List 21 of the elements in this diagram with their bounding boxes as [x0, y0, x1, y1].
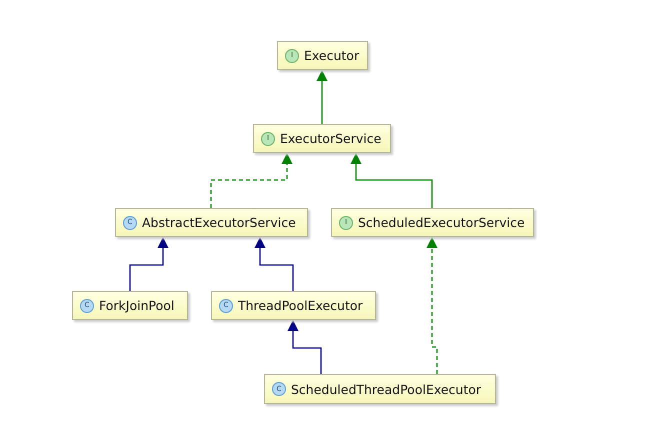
inheritance-arrow [254, 237, 294, 291]
class-box [211, 291, 376, 320]
class-box [277, 41, 368, 70]
class-box [253, 124, 391, 153]
inheritance-arrow [350, 153, 433, 208]
class-name: ForkJoinPool [99, 298, 174, 313]
inheritance-arrow [426, 237, 438, 374]
class-box [264, 374, 496, 404]
class-name: ScheduledExecutorService [358, 215, 525, 230]
inheritance-arrow [210, 153, 292, 208]
inheritance-arrow [288, 320, 322, 374]
class-box [72, 291, 188, 320]
class-name: ScheduledThreadPoolExecutor [291, 382, 482, 396]
class-name: AbstractExecutorService [142, 215, 296, 230]
class-name: Executor [304, 48, 360, 63]
class-name: ExecutorService [280, 131, 382, 146]
inheritance-arrow [316, 70, 328, 124]
class-name: ThreadPoolExecutor [238, 298, 363, 313]
inheritance-arrow [129, 237, 168, 291]
class-box [115, 208, 308, 237]
class-box [331, 208, 534, 237]
